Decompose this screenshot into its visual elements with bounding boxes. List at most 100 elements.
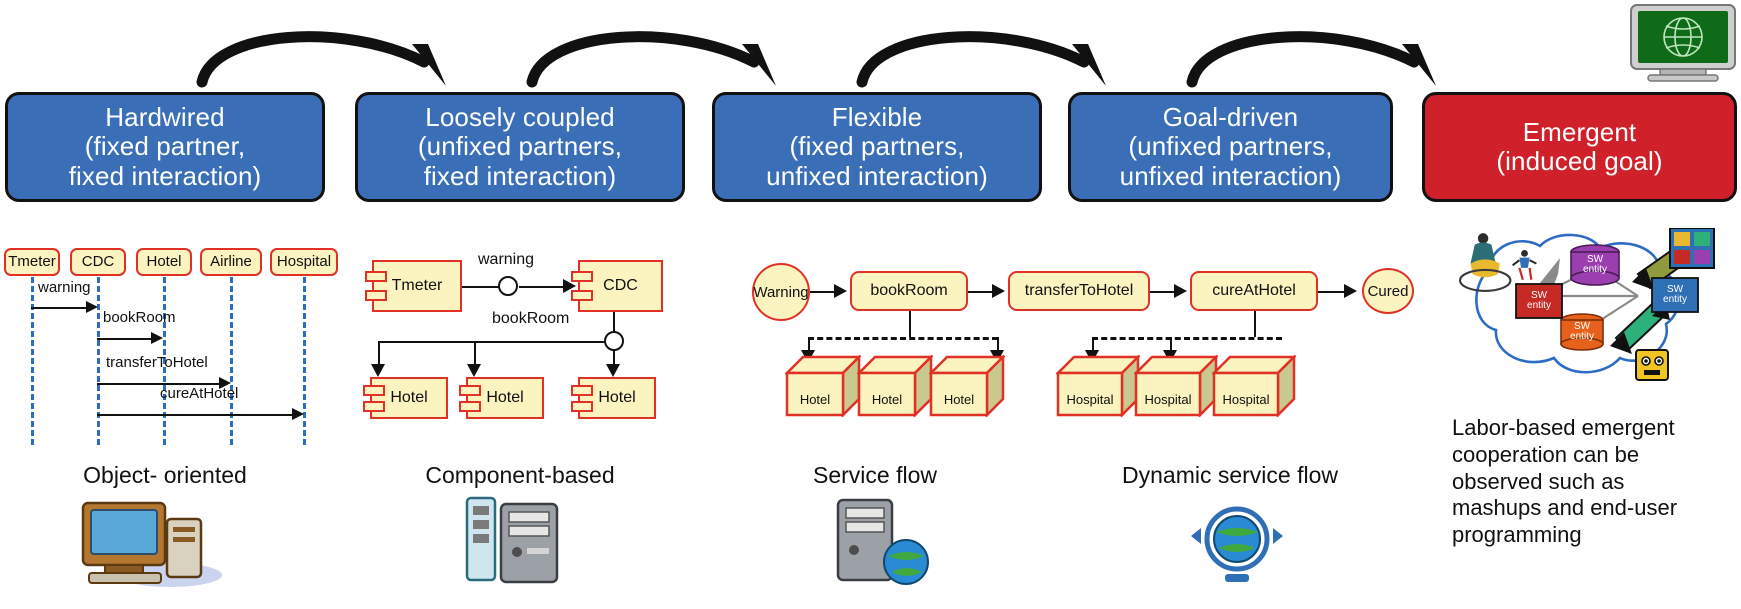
resource-cube-label: Hospital [1144, 391, 1192, 407]
service-flow-end-cured[interactable]: Cured [1362, 268, 1414, 314]
interface-socket-warning [498, 276, 518, 296]
caption-component-based: Component-based [425, 462, 615, 488]
emergent-description-line: cooperation can be [1452, 441, 1640, 467]
seq-participant-hotel[interactable]: Hotel [136, 248, 192, 276]
interface-label-bookroom: bookRoom [492, 310, 570, 327]
component-hotel-1[interactable]: Hotel [363, 377, 448, 419]
seq-lifeline-hotel [163, 277, 166, 445]
resource-cube-label: Hospital [1222, 391, 1270, 407]
allocation-stem-1 [909, 311, 911, 337]
caption-object-oriented: Object- oriented [83, 462, 247, 488]
allocation-branch-2a [1092, 337, 1094, 353]
stage-line: unfixed interaction) [1119, 160, 1342, 191]
sw-entity-line-1: SW [1530, 289, 1548, 301]
component-hotel-2[interactable]: Hotel [459, 377, 544, 419]
sw-entity-line-1: SW [1573, 320, 1591, 332]
sw-entity-red[interactable]: SW entity [1516, 284, 1562, 318]
seq-message-line-warning [31, 307, 87, 309]
component-port-icon [363, 401, 385, 412]
allocation-branch-1a [808, 337, 810, 353]
seq-lifeline-cdc [97, 277, 100, 445]
service-task-transfertohotel[interactable]: transferToHotel [1008, 271, 1150, 311]
component-port-icon [571, 385, 593, 396]
emergent-description-line: observed such as [1452, 468, 1625, 494]
component-label: Hotel [486, 389, 524, 406]
component-port-icon [571, 401, 593, 412]
stage-box-emergent[interactable]: Emergent (induced goal) [1422, 92, 1737, 202]
stage-box-loosely-coupled[interactable]: Loosely coupled (unfixed partners, fixed… [355, 92, 685, 202]
allocation-branch-2b [1170, 337, 1172, 353]
stage-box-flexible[interactable]: Flexible (fixed partners, unfixed intera… [712, 92, 1042, 202]
emergent-description-line: Labor-based emergent [1452, 415, 1675, 440]
stage-line: Hardwired [105, 101, 225, 132]
stage-line: unfixed interaction) [766, 160, 988, 191]
service-flow-line-4 [1318, 291, 1346, 293]
sw-entity-purple[interactable]: SW entity [1571, 252, 1619, 278]
stage-box-goal-driven[interactable]: Goal-driven (unfixed partners, unfixed i… [1068, 92, 1393, 202]
flow-arrow-2 [526, 31, 776, 88]
bookroom-branch-1 [378, 341, 380, 367]
seq-lifeline-airline [230, 277, 233, 445]
service-flow-arrowhead-2 [992, 284, 1005, 298]
seq-lifeline-hospital [303, 277, 306, 445]
service-task-cureathotel[interactable]: cureAtHotel [1190, 271, 1318, 311]
sw-entity-orange[interactable]: SW entity [1561, 320, 1603, 344]
component-port-icon [571, 290, 593, 301]
stage-line: (induced goal) [1496, 146, 1663, 176]
caption-service-flow: Service flow [813, 462, 937, 488]
stage-line: (fixed partners, [789, 131, 965, 162]
service-flow-arrowhead-1 [834, 284, 847, 298]
sw-entity-blue[interactable]: SW entity [1652, 278, 1698, 312]
service-flow-line-1 [810, 291, 836, 293]
interface-socket-bookroom [604, 331, 624, 351]
flow-arrow-1 [196, 31, 446, 88]
emergent-cloud-art: SW entity SW entity SW entity SW entity [1420, 227, 1720, 401]
stage-box-hardwired[interactable]: Hardwired (fixed partner, fixed interact… [5, 92, 325, 202]
component-port-icon [363, 385, 385, 396]
component-tmeter[interactable]: Tmeter [365, 260, 462, 312]
seq-participant-airline[interactable]: Airline [200, 248, 262, 276]
service-flow-start-warning[interactable]: Warning [752, 263, 810, 321]
sw-entity-line-2: entity [1570, 331, 1594, 342]
seq-participant-tmeter[interactable]: Tmeter [4, 248, 60, 276]
seq-participant-cdc[interactable]: CDC [70, 248, 126, 276]
bookroom-branch-3 [613, 350, 615, 367]
component-label: CDC [603, 277, 638, 294]
resource-cube-label: Hotel [871, 391, 903, 407]
emergent-description-line: mashups and end-user [1452, 495, 1678, 521]
emergent-description-line: programming [1452, 522, 1582, 548]
sw-entity-line-2: entity [1527, 300, 1551, 311]
allocation-stem-2 [1254, 311, 1256, 337]
seq-participant-hospital[interactable]: Hospital [270, 248, 338, 276]
stage-line: (unfixed partners, [417, 131, 623, 162]
component-cdc[interactable]: CDC [571, 260, 663, 312]
service-task-bookroom[interactable]: bookRoom [850, 271, 968, 311]
component-label: Hotel [598, 389, 636, 406]
component-port-icon [459, 385, 481, 396]
seq-message-arrowhead-warning [86, 301, 98, 313]
service-flow-line-3 [1150, 291, 1176, 293]
allocation-bus-2 [1092, 337, 1282, 340]
component-port-icon [365, 271, 387, 282]
bookroom-branch-2 [474, 341, 476, 367]
stage-line: (fixed partner, [84, 131, 246, 162]
component-port-icon [365, 290, 387, 301]
resource-cube-label: Hotel [943, 391, 975, 407]
interface-line-warning-left [462, 286, 500, 288]
sw-entity-line-2: entity [1583, 264, 1607, 275]
sw-entity-line-1: SW [1586, 253, 1604, 265]
service-flow-line-2 [968, 291, 994, 293]
seq-message-arrowhead-cureathotel [292, 408, 304, 420]
stage-line: (unfixed partners, [1128, 131, 1333, 162]
seq-message-arrowhead-transfertohotel [219, 377, 231, 389]
sw-entity-line-2: entity [1663, 294, 1687, 305]
emergent-description: Labor-based emergent cooperation can be … [1452, 415, 1677, 549]
resource-cube-label: Hotel [799, 391, 831, 407]
interface-label-warning: warning [478, 251, 535, 268]
component-port-icon [459, 401, 481, 412]
component-hotel-3[interactable]: Hotel [571, 377, 656, 419]
desktop-computer-icon [75, 495, 223, 595]
seq-lifeline-tmeter [31, 277, 34, 445]
seq-message-line-cureathotel [97, 414, 293, 416]
bookroom-arrowhead-3 [606, 364, 620, 377]
